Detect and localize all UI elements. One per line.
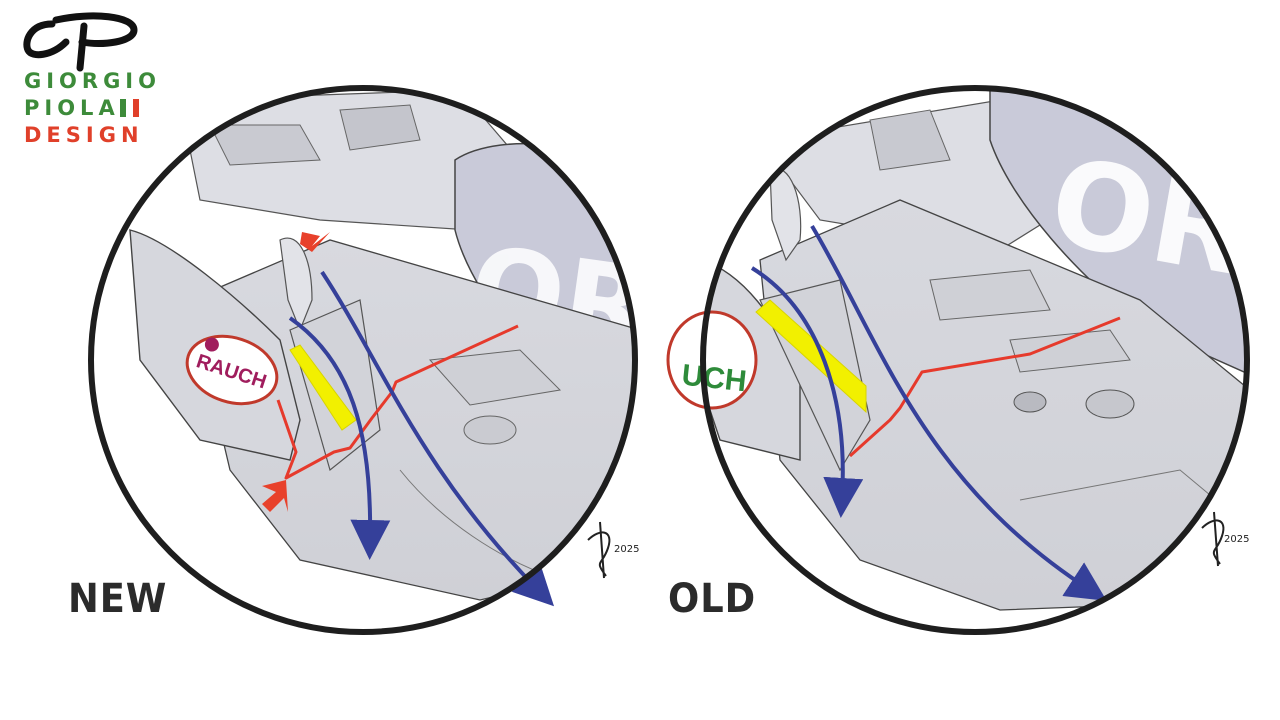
artist-signature-new: 2025	[587, 521, 639, 579]
artist-signature-old: 2025	[1201, 511, 1249, 567]
floor-old	[759, 199, 1247, 611]
flow-arrow-new-2	[320, 270, 555, 607]
floor-edge-line-old	[848, 316, 1121, 458]
logo-flag-bars	[120, 99, 140, 117]
caption-new: NEW	[68, 576, 168, 622]
giorgio-piola-design-logo: GIORGIO PIOLA DESIGN	[22, 12, 156, 147]
logo-line-giorgio: GIORGIO	[24, 69, 161, 93]
flow-arrow-old-1	[750, 266, 864, 518]
highlight-bar-new	[289, 344, 357, 431]
caption-old: OLD	[668, 576, 757, 622]
circle-frame-old	[700, 85, 1250, 635]
flow-arrow-new-1	[288, 316, 391, 560]
gp-monogram-icon	[23, 12, 138, 72]
circle-frame-new	[88, 85, 638, 635]
flow-arrow-old-2	[810, 224, 1107, 601]
panel-old: OR UCH 2025	[666, 85, 1250, 635]
logo-line-piola: PIOLA	[24, 96, 120, 120]
svg-text:2025: 2025	[1224, 534, 1249, 545]
callout-arrow-top-new	[300, 232, 330, 252]
rauch-sponsor-logo-new: RAUCH	[185, 334, 279, 406]
rauch-sponsor-logo-old: UCH	[666, 310, 758, 410]
callout-arrow-bottom-new	[262, 480, 288, 512]
floor-edge-line-new	[276, 324, 519, 480]
panel-new: OR RAUCH 2025	[88, 85, 639, 635]
sponsor-text-old: UCH	[680, 359, 748, 399]
logo-line-design: DESIGN	[24, 123, 144, 147]
svg-text:2025: 2025	[614, 544, 639, 555]
